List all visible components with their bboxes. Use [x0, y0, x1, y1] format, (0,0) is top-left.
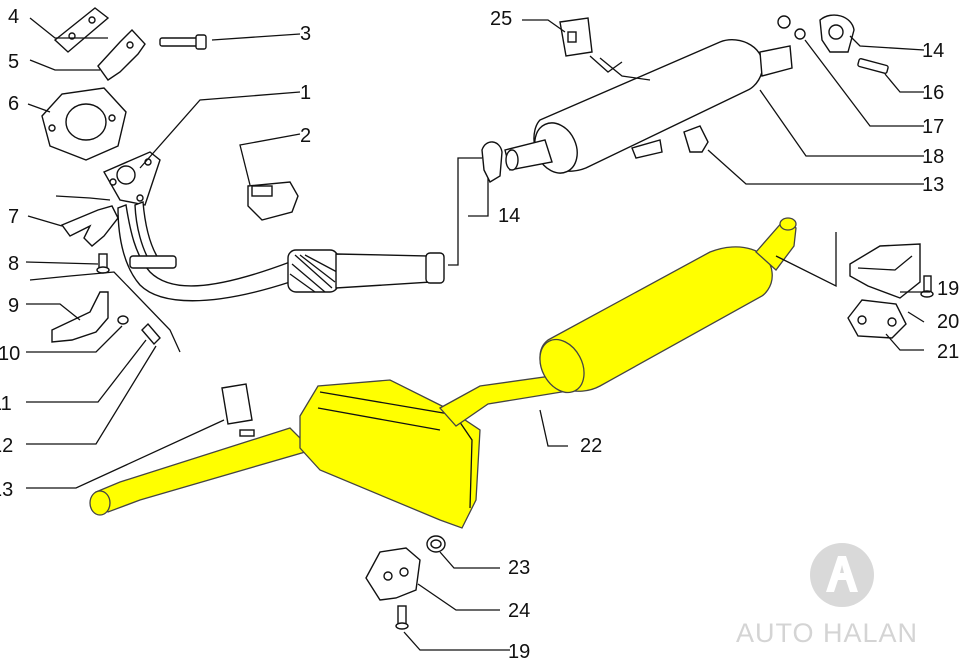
callout-18: 18 — [922, 146, 944, 168]
callout-10: 10 — [0, 343, 20, 365]
watermark-brand: AUTO HALAN — [736, 618, 918, 648]
callout-13-upper: 13 — [922, 174, 944, 196]
callout-22: 22 — [580, 435, 602, 457]
gasket-23 — [426, 535, 446, 553]
bracket-4 — [53, 7, 110, 53]
bolt-3 — [159, 34, 207, 50]
callout-19-lower: 19 — [508, 641, 530, 659]
highlighted-exhaust-assembly — [89, 217, 797, 529]
bolt-19-lower — [395, 605, 409, 630]
callout-14-lower: 14 — [498, 205, 520, 227]
bracket-9 — [51, 291, 109, 343]
callout-labels: 4 5 6 3 1 2 7 8 9 10 11 12 13 14 25 14 1… — [0, 6, 959, 659]
callout-16: 16 — [922, 82, 944, 104]
hanger-13-upper — [683, 125, 709, 153]
callout-1: 1 — [300, 82, 311, 104]
callout-13-lower: 13 — [0, 479, 13, 501]
callout-11: 11 — [0, 393, 12, 415]
watermark: AUTO HALAN — [736, 543, 918, 648]
bolt-16 — [857, 58, 889, 74]
callout-17: 17 — [922, 116, 944, 138]
callout-21: 21 — [937, 341, 959, 363]
mount-21 — [847, 299, 907, 339]
clamp-2 — [247, 181, 299, 221]
callout-20: 20 — [937, 311, 959, 333]
bracket-24 — [365, 547, 421, 601]
bolt-19-right — [920, 275, 934, 298]
gasket-14-lower — [481, 141, 503, 183]
callout-9: 9 — [8, 295, 19, 317]
callout-4: 4 — [8, 6, 19, 28]
manifold-flange-6 — [41, 87, 127, 161]
washer-10 — [117, 315, 129, 325]
bolt-8 — [96, 253, 110, 274]
bracket-5 — [97, 28, 146, 81]
callout-25: 25 — [490, 8, 512, 30]
gasket-14-upper — [819, 14, 855, 53]
callout-14-upper: 14 — [922, 40, 944, 62]
leader-lines — [25, 17, 930, 651]
callout-12: 12 — [0, 435, 13, 457]
callout-2: 2 — [300, 125, 311, 147]
callout-23: 23 — [508, 557, 530, 579]
callout-3: 3 — [300, 23, 311, 45]
callout-24: 24 — [508, 600, 530, 622]
bracket-20 — [849, 243, 921, 299]
rear-silencer-upper — [504, 39, 793, 174]
front-pipe — [103, 151, 445, 302]
hanger-13-lower — [221, 383, 255, 437]
callout-5: 5 — [8, 51, 19, 73]
callout-8: 8 — [8, 253, 19, 275]
hanger-25 — [559, 17, 593, 57]
callout-7: 7 — [8, 206, 19, 228]
callout-6: 6 — [8, 93, 19, 115]
bolt-11 — [141, 322, 161, 346]
callout-19-right: 19 — [937, 278, 959, 300]
logo-mark — [826, 556, 858, 592]
nuts-upper — [777, 15, 806, 40]
bracket-7 — [60, 205, 119, 247]
